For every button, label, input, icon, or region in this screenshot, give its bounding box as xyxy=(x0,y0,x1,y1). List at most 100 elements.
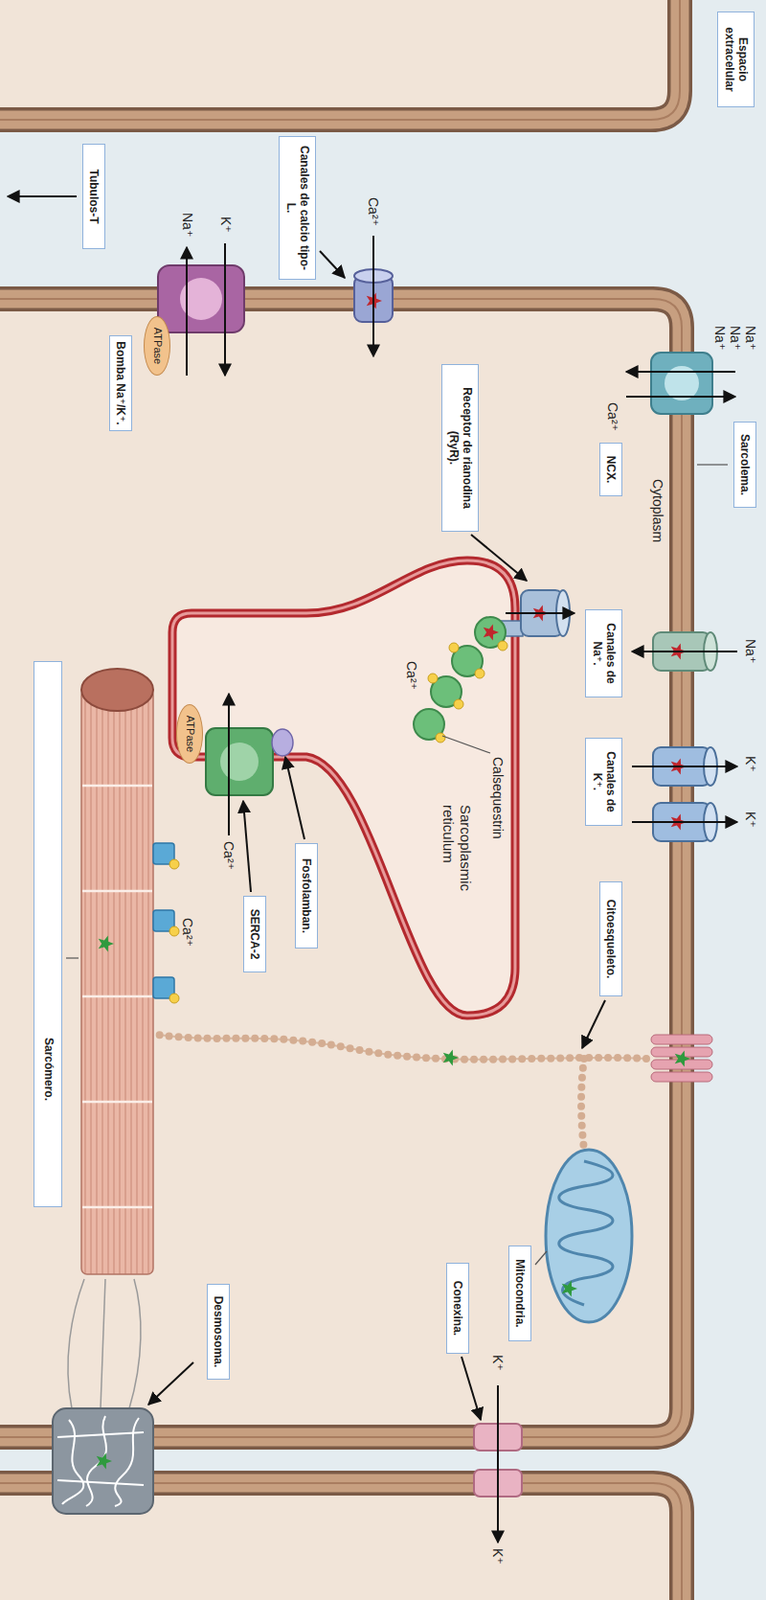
extracellular-ground xyxy=(0,119,682,299)
label-text: Sarcómero. xyxy=(42,1036,56,1101)
ion-flow-arrow xyxy=(372,235,375,357)
potassium-channel xyxy=(653,746,718,841)
part-label-box: Canales de Na⁺. xyxy=(585,608,623,698)
leader-arrow xyxy=(582,999,606,1048)
desmosome xyxy=(114,1417,139,1506)
ion-label: K⁺ xyxy=(490,1353,506,1371)
ion-label: Ca²⁺ xyxy=(404,660,420,690)
ion-label: Ca²⁺ xyxy=(180,917,196,947)
sarcomere-myofibril xyxy=(82,1100,153,1104)
leader-arrow xyxy=(319,250,345,278)
sarcomere-box: Sarcómero. xyxy=(33,660,63,1207)
leader-arrow xyxy=(285,756,305,839)
sarcoplasmic-reticulum xyxy=(172,560,516,1015)
label-text: SERCA-2 xyxy=(247,908,262,960)
ion-flow-arrow xyxy=(505,611,575,614)
sodium-potassium-pump xyxy=(157,265,245,333)
calsequestrin-chain xyxy=(413,616,508,743)
label-text: ATPase xyxy=(182,715,196,752)
ion-label: K⁺ xyxy=(490,1547,506,1564)
ion-label: Ca²⁺ xyxy=(221,840,237,870)
ion-label: K⁺ xyxy=(743,755,759,772)
sodium-potassium-pump xyxy=(157,265,245,333)
dystrophin-complex xyxy=(651,1034,713,1044)
cytoskeleton-filament xyxy=(581,1058,585,1149)
sarcomere-myofibril xyxy=(82,785,153,1207)
ion-flow-arrow xyxy=(185,247,188,376)
sarcomere-myofibril xyxy=(81,689,154,1274)
mitochondrion xyxy=(559,1160,613,1305)
ion-label: Ca²⁺ xyxy=(365,197,382,226)
sarcolemma-band xyxy=(0,298,682,1437)
desmosome xyxy=(52,1407,154,1513)
calsequestrin-chain xyxy=(428,673,438,683)
desmosome xyxy=(57,1479,144,1485)
dystrophin-complex xyxy=(675,1049,691,1066)
leader-line xyxy=(697,463,728,465)
intermediate-filament xyxy=(67,1278,141,1408)
part-label-box: Tubulos-T xyxy=(82,143,106,249)
ion-flow-arrow xyxy=(626,395,736,398)
intermediate-filament xyxy=(100,1278,106,1408)
calsequestrin-chain xyxy=(483,623,499,640)
sarcolemma-band xyxy=(0,0,680,120)
sarcomere-myofibril xyxy=(98,934,114,951)
ion-flow-arrow xyxy=(631,765,738,767)
sarcomere-myofibril xyxy=(169,858,180,869)
part-label-box: Receptor de rianodina (RyR). xyxy=(441,363,479,532)
ion-label: Na⁺ xyxy=(743,325,759,350)
label-text: Canales de Na⁺. xyxy=(589,614,618,692)
ion-label: Na⁺ xyxy=(743,638,759,663)
serca-pump xyxy=(220,742,259,781)
ion-label: Ca²⁺ xyxy=(605,402,621,431)
intermediate-filament xyxy=(129,1278,141,1408)
label-text: Mitocondria. xyxy=(513,1258,527,1327)
label-text: Bomba Na⁺/K⁺. xyxy=(113,340,128,425)
atpase-oval: ATPase xyxy=(176,703,203,764)
leader-arrow xyxy=(243,800,251,892)
sarcoplasmic-reticulum xyxy=(172,560,516,1015)
region-label-box: Espacio extracelular xyxy=(717,11,755,108)
part-label-box: SERCA-2 xyxy=(243,895,267,972)
ion-label: K⁺ xyxy=(743,811,759,828)
label-text: Citoesqueleto. xyxy=(604,899,618,979)
ion-label: Na⁺ xyxy=(727,325,744,350)
atpase-oval: ATPase xyxy=(143,315,171,376)
leader-line xyxy=(66,464,728,1264)
calsequestrin-chain xyxy=(449,642,459,653)
cytoskeleton-filament xyxy=(157,1034,647,1059)
leader-arrow xyxy=(461,1355,481,1420)
part-label-box: Mitocondria. xyxy=(508,1244,532,1341)
desmosome xyxy=(52,1407,154,1513)
sarcolemma-band xyxy=(0,298,682,1437)
leader-arrow xyxy=(471,534,527,581)
ion-flow-arrow xyxy=(631,820,738,823)
sarcomere-myofibril xyxy=(81,668,154,711)
sarcomere-myofibril xyxy=(82,1205,153,1209)
cytoskeleton-filament xyxy=(443,1048,459,1065)
sarcolemma-band xyxy=(0,0,682,1600)
calsequestrin-chain xyxy=(497,640,508,651)
structure-label: Calsequestrin xyxy=(490,756,506,839)
desmosome xyxy=(57,1415,144,1506)
ncx-exchanger xyxy=(651,352,713,414)
label-text: Sarcolema. xyxy=(738,433,752,496)
label-text: NCX. xyxy=(604,455,618,484)
sarcomere-myofibril xyxy=(169,858,180,1003)
part-label-box: NCX. xyxy=(599,442,623,496)
part-label-box: Citoesqueleto. xyxy=(599,880,623,996)
ion-flow-arrow xyxy=(626,370,736,373)
sarcomere-myofibril xyxy=(169,992,180,1003)
label-text: Desmosoma. xyxy=(211,1295,226,1368)
intermediate-filament xyxy=(67,1278,85,1408)
part-label-box: Fosfolamban. xyxy=(294,842,318,948)
mitochondrion xyxy=(562,1279,578,1296)
serca-pump xyxy=(205,727,273,795)
mitochondrion xyxy=(545,1149,632,1322)
